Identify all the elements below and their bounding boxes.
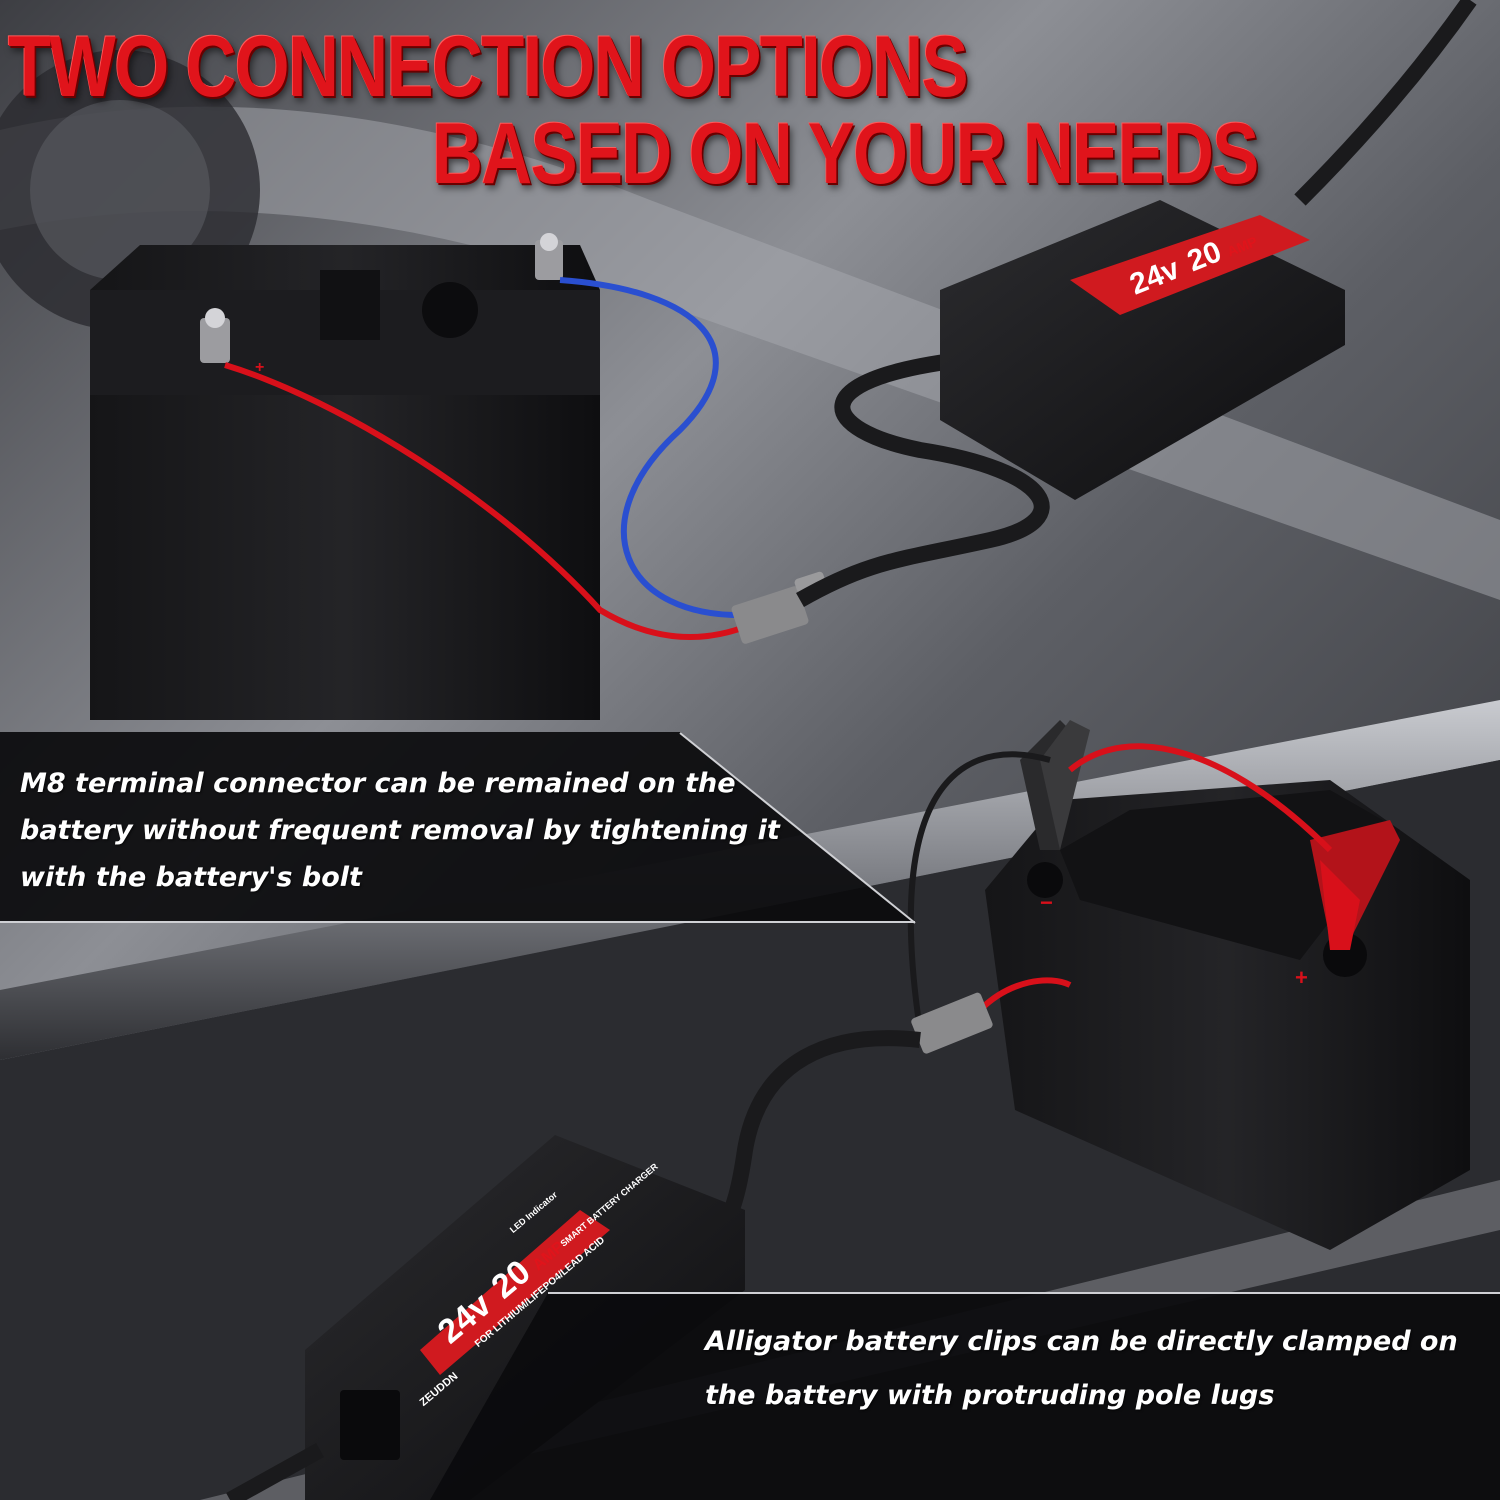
battery-bottom-positive-mark: + [1295, 965, 1308, 990]
black-wire-bottom [908, 751, 1051, 1031]
red-wire-bottom [1068, 743, 1333, 853]
anderson-connector-bottom [911, 992, 993, 1054]
anderson-connector-top [731, 571, 826, 644]
caption-terminal-connector: M8 terminal connector can be remained on… [20, 768, 780, 893]
battery-top-positive-mark: + [255, 359, 264, 376]
charger-top [940, 0, 1477, 500]
caption-panel-terminal [0, 732, 915, 922]
headline-line-2: BASED ON YOUR NEEDS [432, 106, 1259, 202]
caption-panel-alligator [430, 1293, 1500, 1500]
terminal-negative [200, 318, 230, 363]
blue-wire-top [559, 277, 751, 619]
clip-red [1310, 820, 1400, 950]
terminal-negative-bottom [1027, 862, 1063, 898]
headline-line-1: TWO CONNECTION OPTIONS [8, 19, 969, 115]
clip-black [1020, 720, 1090, 850]
red-wire-top [224, 362, 752, 640]
terminal-positive [535, 240, 563, 280]
battery-bottom-negative-mark: − [1040, 890, 1053, 915]
charger-cable-top [796, 352, 1050, 607]
ac-cable-top [1294, 0, 1477, 206]
charger-bottom [226, 1135, 745, 1500]
battery-top [90, 233, 600, 720]
caption-alligator-clips: Alligator battery clips can be directly … [705, 1326, 1458, 1411]
